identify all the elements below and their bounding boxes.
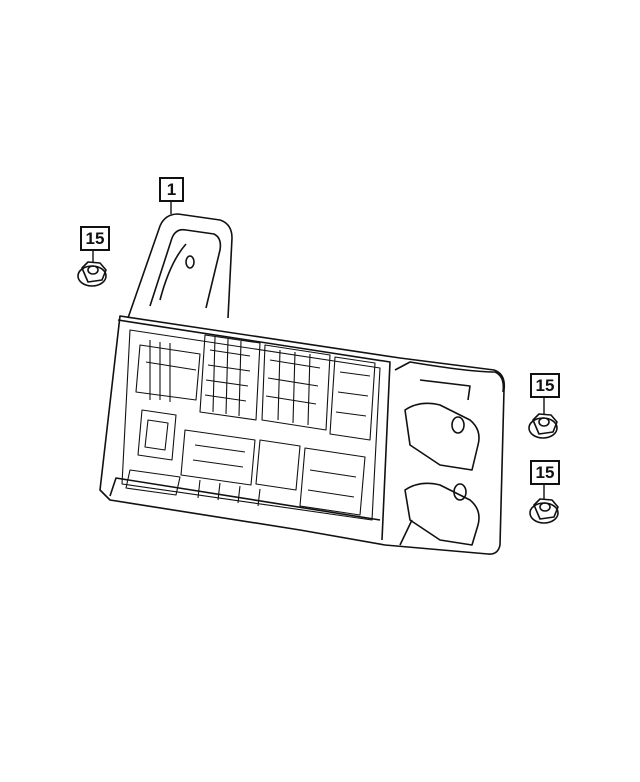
flange-nut-left <box>77 261 107 287</box>
fuse-box-assembly <box>99 213 506 555</box>
callout-1: 1 <box>159 177 184 202</box>
flange-nut-right-lower <box>529 498 559 524</box>
callout-15-right-upper: 15 <box>530 373 560 398</box>
leader-lines <box>92 200 545 500</box>
callout-15-right-lower: 15 <box>530 460 560 485</box>
flange-nut-right-upper <box>528 413 558 439</box>
callout-15-left: 15 <box>80 226 110 251</box>
